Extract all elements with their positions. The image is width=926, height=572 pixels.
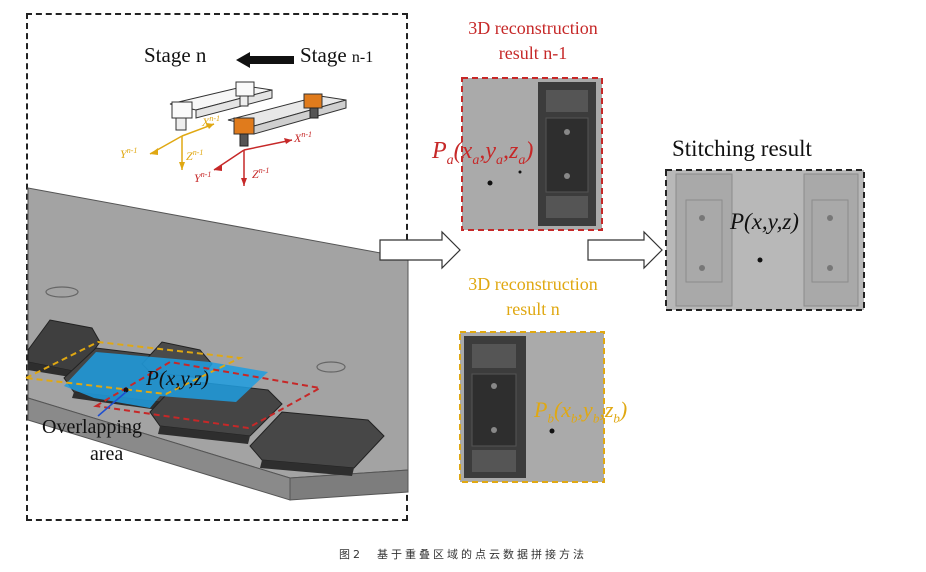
- result-n-frame: [459, 331, 605, 483]
- stage-n-region: [22, 340, 244, 396]
- sleeper: [249, 411, 385, 476]
- stitching-image: [666, 170, 864, 310]
- stage-prev-label: Stage n-1: [300, 43, 373, 68]
- overlap-label-line2: area: [90, 443, 124, 465]
- stage-n-apparatus: [169, 81, 273, 131]
- stitching-frame: [665, 169, 865, 311]
- stage-n-axes: [149, 123, 215, 170]
- stage-prev-text: Stage: [300, 43, 347, 67]
- overlap-point: [123, 387, 129, 393]
- axis-label-y-stage-n: Yn-1: [120, 146, 138, 161]
- stage-direction-arrow: [236, 52, 294, 68]
- track-slab-side: [289, 469, 409, 501]
- slab-hole: [316, 361, 346, 373]
- result-n-title: 3D reconstruction result n: [468, 274, 598, 319]
- stage-prev-region: [93, 360, 323, 430]
- slab-hole: [45, 286, 79, 298]
- stage-prev-apparatus: [227, 93, 347, 147]
- axis-label-x-stage-prev: Xn-1: [294, 130, 313, 145]
- result-prev-frame: [461, 77, 603, 231]
- stage-prev-sub: n-1: [351, 49, 374, 66]
- overlap-point-label: P(x,y,z): [146, 366, 209, 390]
- flow-arrow-to-stitching: [587, 230, 663, 270]
- stage-prev-axes: [213, 138, 293, 186]
- stitching-title: Stitching result: [672, 136, 812, 161]
- overlap-area-label: Overlapping area: [42, 414, 142, 468]
- overlap-label-line1: Overlapping: [42, 416, 142, 438]
- axis-label-x-stage-n: Xn-1: [202, 114, 221, 129]
- result-prev-image: [462, 78, 602, 230]
- flow-arrow-to-results: [379, 230, 461, 270]
- result-n-point-label: Pb(xb,yb,zb): [534, 397, 628, 426]
- result-n-image: [460, 332, 604, 482]
- result-prev-title: 3D reconstruction result n-1: [468, 18, 598, 63]
- axis-label-z-stage-prev: Zn-1: [252, 166, 270, 181]
- overlap-pointer-line: [97, 391, 127, 417]
- stage-n-label: Stage n: [144, 43, 207, 67]
- figure-caption: 图2 基于重叠区域的点云数据拼接方法: [339, 548, 587, 561]
- result-prev-point-label: Pa(xa,ya,za): [432, 138, 534, 168]
- axis-label-y-stage-prev: Yn-1: [194, 170, 212, 185]
- axis-label-z-stage-n: Zn-1: [186, 148, 204, 163]
- stitching-point-label: P(x,y,z): [730, 209, 799, 234]
